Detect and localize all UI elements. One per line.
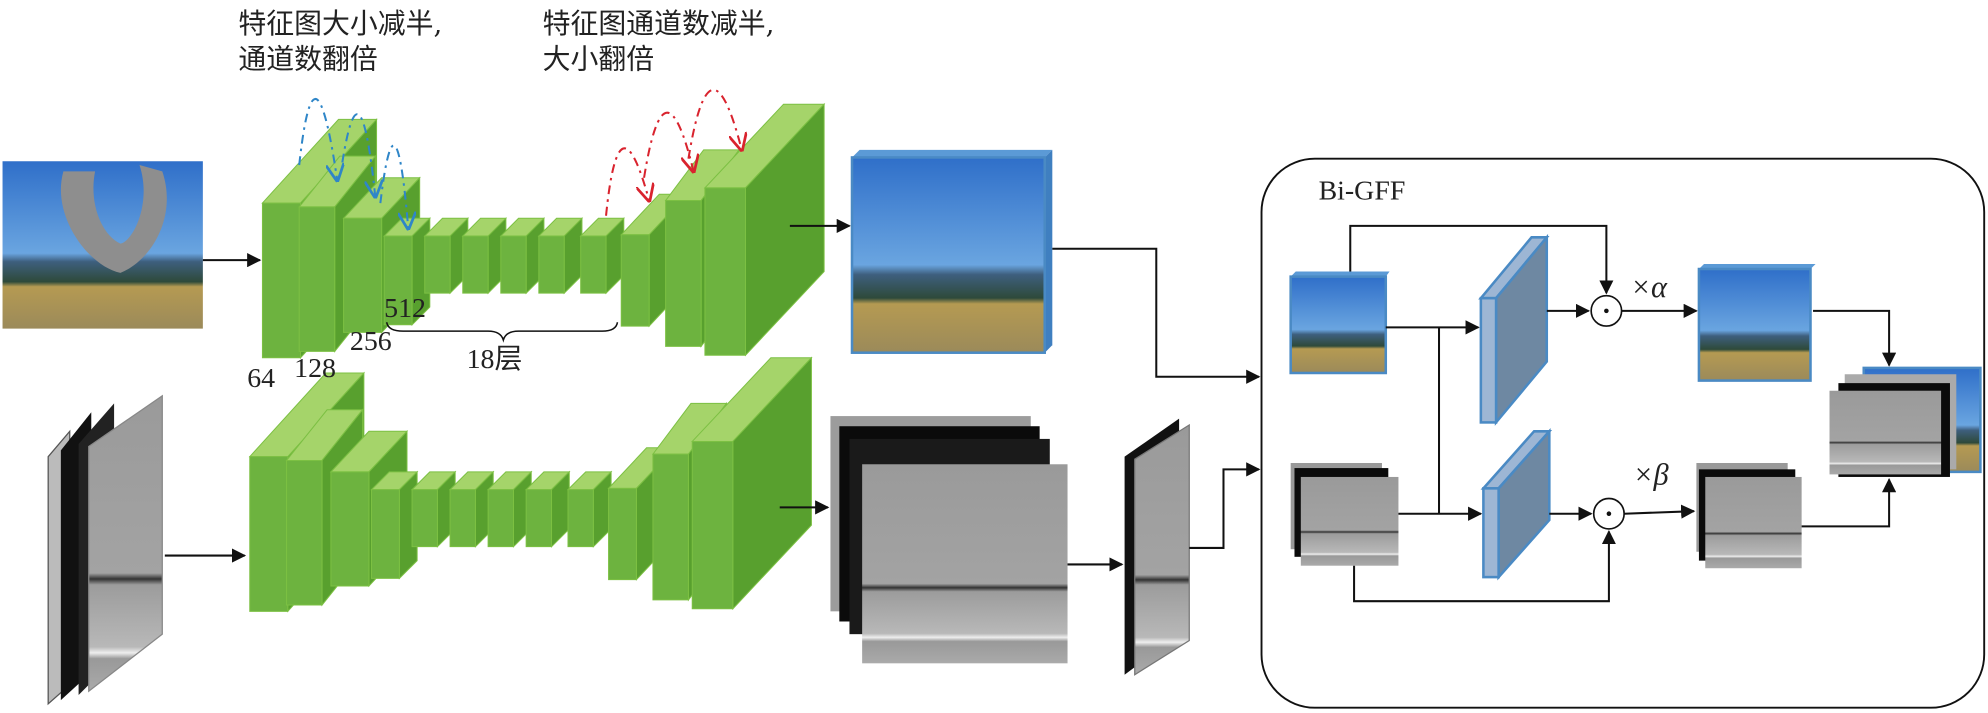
gradient-branch-block (566, 470, 613, 548)
encoder-note-line2: 通道数翻倍 (238, 43, 377, 76)
upsample-arrow-icon (643, 111, 693, 178)
bigff-title: Bi-GFF (1319, 175, 1406, 206)
block-front-face (343, 217, 383, 333)
bigff-connections (1349, 224, 1897, 603)
gradient-branch-block (524, 470, 571, 548)
rgb-branch-block (499, 217, 546, 295)
channel-label-128: 128 (294, 353, 336, 384)
multiply-node-alpha (1590, 294, 1623, 327)
rgb-branch-block (579, 217, 626, 295)
block-front-face (286, 459, 323, 606)
channel-label-64: 64 (247, 363, 275, 394)
downsample-arrows (298, 97, 408, 229)
channel-label-256: 256 (350, 326, 392, 357)
block-front-face (652, 453, 689, 601)
block-front-face (608, 487, 637, 581)
block-front-face (370, 489, 400, 579)
block-front-face (500, 235, 527, 294)
block-front-face (383, 235, 413, 326)
gradient-branch-block (410, 470, 457, 548)
downsample-arrow-icon (298, 97, 337, 180)
gradient-branch-block (370, 470, 419, 580)
block-front-face (691, 440, 734, 610)
middle-layers-label: 18层 (467, 344, 523, 375)
output-rgb-feature (850, 149, 1053, 354)
gradient-branch-block (486, 470, 533, 548)
block-front-face (704, 187, 747, 356)
gradient-branch-block (448, 470, 495, 548)
beta-label: ×β (1633, 458, 1670, 492)
bigff-module: Bi-GFF ×α ×β (1260, 157, 1986, 709)
channel-label-512: 512 (384, 293, 426, 324)
downsample-arrow-icon (379, 144, 408, 228)
bigff-rgb-weighted (1697, 263, 1816, 382)
gradient-branch-block (691, 356, 813, 611)
bigff-fused-output (1829, 366, 1982, 477)
brace (385, 322, 619, 343)
decoder-note-line2: 大小翻倍 (543, 43, 655, 76)
block-front-face (567, 489, 594, 548)
bigff-rgb-input (1289, 271, 1390, 375)
encoder-note-line1: 特征图大小减半, (238, 7, 442, 40)
block-front-face (580, 235, 607, 294)
gradient-feature-slices (1124, 418, 1190, 676)
block-front-face (538, 235, 565, 294)
input-rgb-image (2, 161, 203, 329)
conv-layer-gradient (1480, 427, 1553, 581)
unet-blocks (248, 102, 826, 613)
rgb-branch-block (423, 217, 470, 295)
upsample-arrow-icon (687, 88, 741, 159)
bigff-gradient-input (1290, 463, 1399, 566)
alpha-label: ×α (1630, 270, 1668, 304)
block-front-face (449, 489, 476, 548)
input-gradient-stack (47, 394, 163, 706)
rgb-branch-block (537, 217, 584, 295)
multiply-node-beta (1592, 497, 1625, 530)
rgb-branch-block (703, 102, 826, 357)
block-front-face (525, 489, 553, 548)
decoder-note-line1: 特征图通道数减半, (543, 7, 775, 40)
connections (164, 218, 1261, 572)
block-front-face (462, 235, 489, 294)
downsample-arrow-icon (341, 113, 375, 197)
output-gradient-stack (830, 416, 1068, 664)
upsample-arrow-icon (605, 147, 649, 216)
block-front-face (487, 489, 514, 548)
block-front-face (411, 489, 438, 548)
block-front-face (330, 471, 370, 587)
block-front-face (424, 235, 451, 294)
block-front-face (298, 206, 336, 352)
block-front-face (249, 456, 289, 612)
conv-layer-rgb (1478, 233, 1550, 426)
bigff-gradient-weighted (1696, 463, 1802, 569)
block-front-face (665, 200, 702, 347)
upsample-arrows (605, 88, 742, 216)
block-front-face (261, 202, 301, 359)
block-front-face (620, 234, 650, 327)
rgb-branch-block (461, 217, 508, 295)
